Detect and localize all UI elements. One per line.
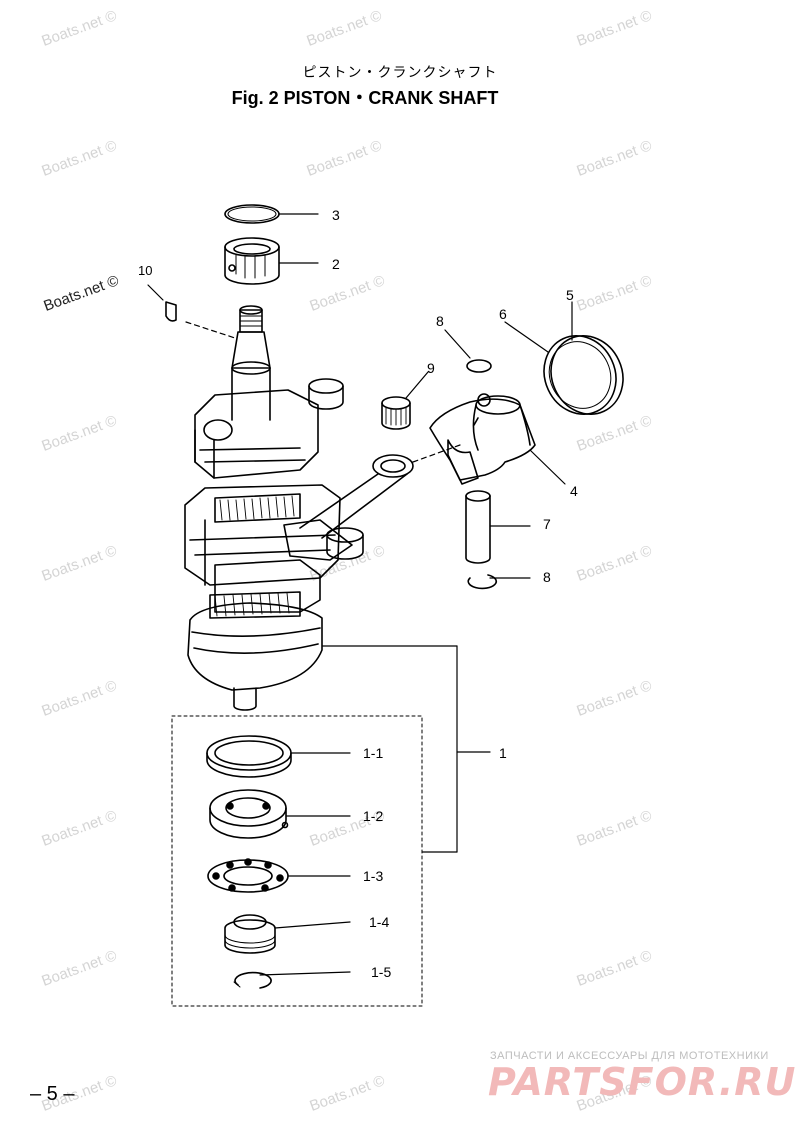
circlip-3	[224, 204, 280, 224]
brand-logo: PARTSFOR.RU	[488, 1060, 797, 1104]
woodruff-key-10	[165, 301, 177, 322]
callout-7: 7	[543, 516, 551, 532]
title-japanese: ピストン・クランクシャフト	[302, 65, 498, 81]
needle-bearing-9	[381, 396, 411, 430]
page-number: – 5 –	[30, 1083, 75, 1105]
callout-3: 3	[332, 207, 340, 223]
callout-10: 10	[138, 263, 153, 278]
clip-8-bottom	[467, 574, 498, 590]
clip-8-top	[466, 359, 492, 373]
ball-bearing-1-2	[209, 789, 289, 839]
collar-1-4	[224, 914, 276, 954]
callout-4: 4	[570, 483, 578, 499]
plate-1-3	[207, 858, 289, 893]
callout-1-2: 1-2	[363, 808, 384, 824]
connecting-rod	[283, 444, 461, 561]
callout-6: 6	[499, 306, 507, 322]
callout-1: 1	[499, 745, 507, 761]
figure-title: Fig. 2 PISTON・CRANK SHAFT	[231, 88, 499, 108]
piston-rings-5-6	[543, 335, 624, 415]
seal-1-1	[206, 735, 292, 778]
crankshaft-1	[184, 305, 364, 711]
callout-1-1: 1-1	[363, 745, 384, 761]
piston-4	[429, 393, 536, 485]
callout-2: 2	[332, 256, 340, 272]
callout-1-4: 1-4	[369, 914, 390, 930]
leader-lines	[147, 213, 573, 976]
callout-5: 5	[566, 287, 574, 303]
piston-pin-7	[465, 490, 491, 564]
brand-subtitle: ЗАПЧАСТИ И АКСЕССУАРЫ ДЛЯ МОТОТЕХНИКИ	[490, 1050, 769, 1062]
callout-8-top: 8	[436, 313, 444, 329]
callout-1-3: 1-3	[363, 868, 384, 884]
bearing-2	[224, 237, 280, 285]
snap-ring-1-5	[234, 971, 272, 989]
callout-1-5: 1-5	[371, 964, 392, 980]
callout-8-bottom: 8	[543, 569, 551, 585]
callout-9: 9	[427, 360, 435, 376]
